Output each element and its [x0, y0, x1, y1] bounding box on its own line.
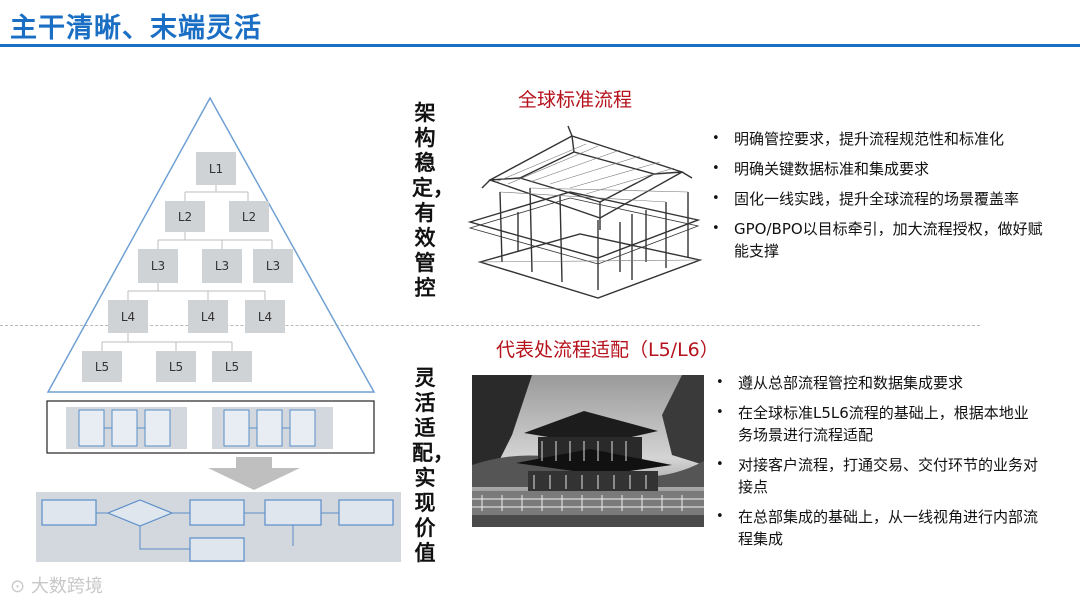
l3-label: L3	[266, 259, 280, 273]
l4-label: L4	[201, 310, 215, 324]
watermark-logo-icon: ⊙	[10, 576, 25, 597]
bullet-item: GPO/BPO以目标牵引，加大流程授权，做好赋能支撑	[708, 218, 1048, 262]
down-arrow	[208, 457, 300, 490]
bullet-item: 明确关键数据标准和集成要求	[708, 158, 1048, 180]
flow-step	[339, 500, 393, 525]
l4-label: L4	[121, 310, 135, 324]
bullet-item: 固化一线实践，提升全球流程的场景覆盖率	[708, 188, 1048, 210]
bullet-item: 在全球标准L5L6流程的基础上，根据本地业务场景进行流程适配	[712, 402, 1042, 446]
pyramid-outline	[48, 98, 374, 392]
l2-label: L2	[178, 210, 192, 224]
flow-step	[190, 538, 244, 561]
l5-label: L5	[225, 360, 239, 374]
l5-label: L5	[169, 360, 183, 374]
top-side-label: 架构稳定，有效管控	[412, 101, 438, 301]
l5-label: L5	[95, 360, 109, 374]
flow-step	[190, 500, 244, 525]
bullet-item: 对接客户流程，打通交易、交付环节的业务对接点	[712, 454, 1042, 498]
watermark-text: 大数跨境	[31, 576, 103, 597]
pavilion-photo	[472, 375, 704, 527]
global-process-bullets: 明确管控要求，提升流程规范性和标准化 明确关键数据标准和集成要求 固化一线实践，…	[708, 128, 1048, 270]
process-hierarchy-diagram: L1 L2 L2 L3 L3 L3 L4 L4 L4 L5 L5 L5	[0, 0, 420, 608]
subprocess-group-right	[212, 407, 333, 449]
local-adaptation-heading: 代表处流程适配（L5/L6）	[496, 335, 719, 362]
watermark: ⊙ 大数跨境	[10, 572, 103, 598]
local-adaptation-bullets: 遵从总部流程管控和数据集成要求 在全球标准L5L6流程的基础上，根据本地业务场景…	[712, 372, 1042, 558]
bullet-item: 明确管控要求，提升流程规范性和标准化	[708, 128, 1048, 150]
l3-label: L3	[151, 259, 165, 273]
l3-label: L3	[215, 259, 229, 273]
global-process-heading: 全球标准流程	[518, 85, 632, 112]
flow-step	[265, 500, 321, 525]
bottom-side-label: 灵活适配，实现价值	[412, 366, 438, 566]
building-frame-illustration	[460, 122, 706, 300]
pyramid-boxes	[82, 152, 293, 382]
l2-label: L2	[242, 210, 256, 224]
l1-label: L1	[209, 162, 223, 176]
bullet-item: 在总部集成的基础上，从一线视角进行内部流程集成	[712, 506, 1042, 550]
l4-label: L4	[258, 310, 272, 324]
flow-step	[42, 500, 96, 525]
bullet-item: 遵从总部流程管控和数据集成要求	[712, 372, 1042, 394]
subprocess-group-left	[66, 407, 187, 449]
